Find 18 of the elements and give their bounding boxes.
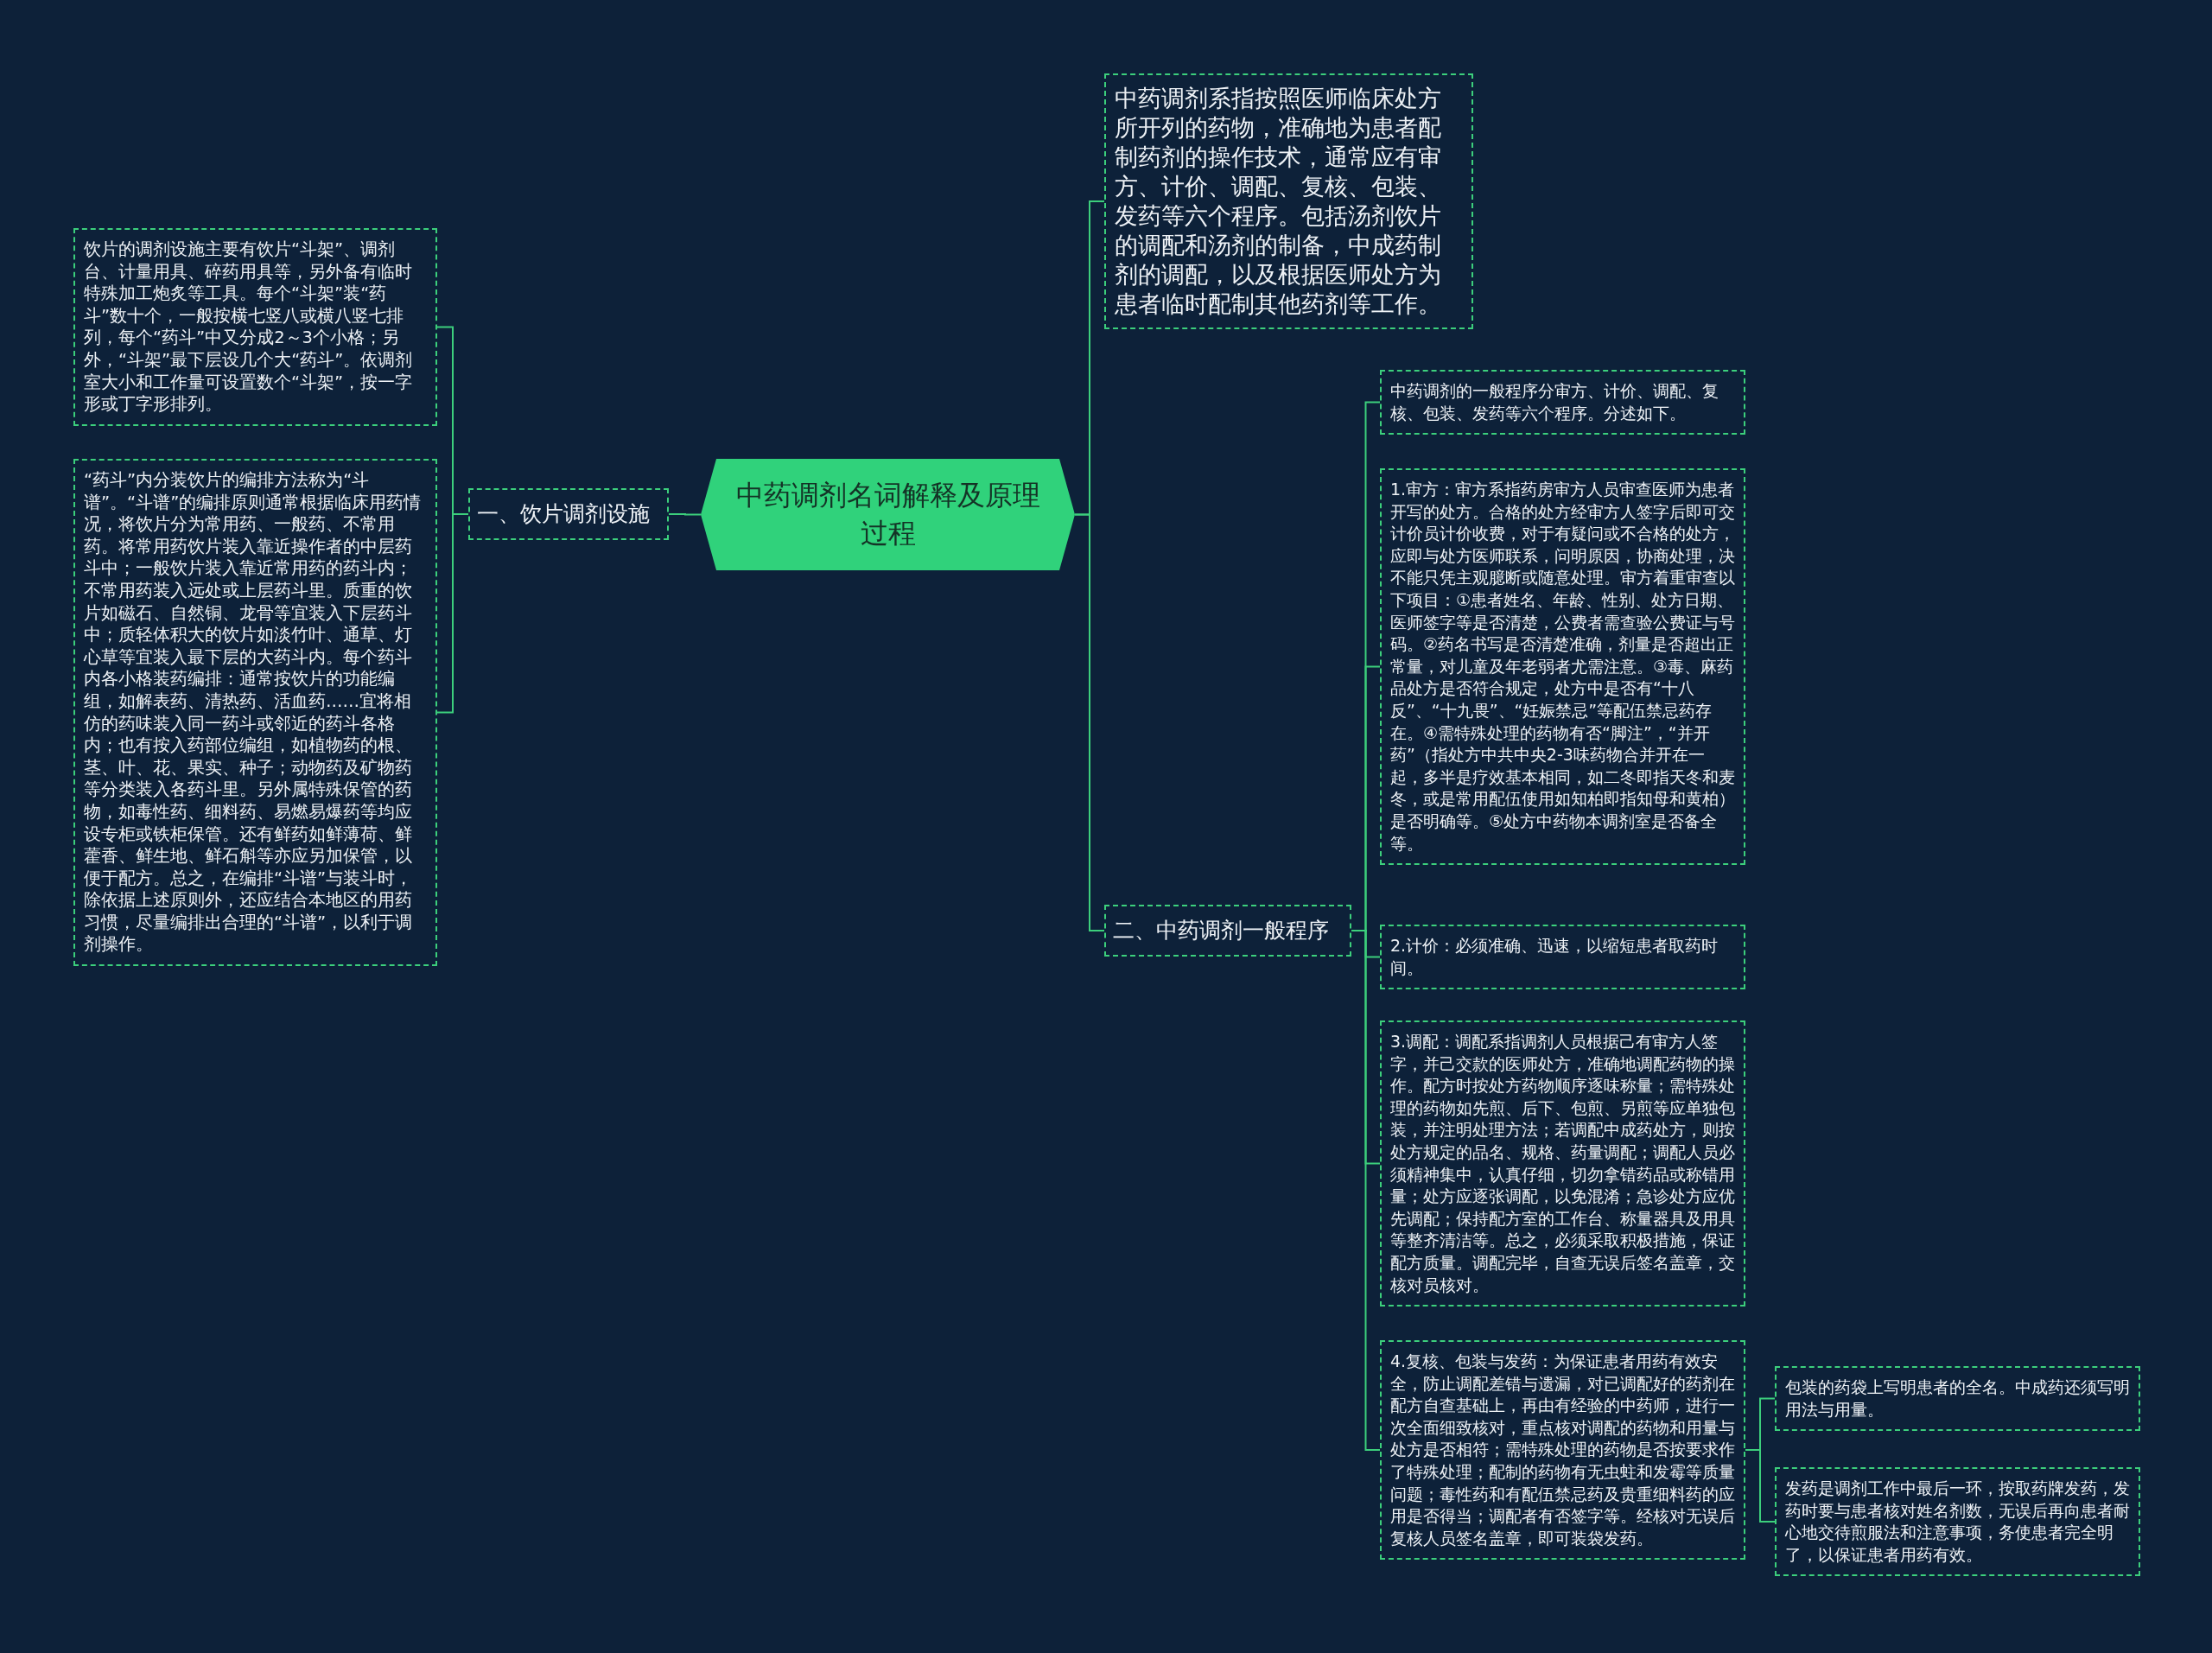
topic-box: 二、中药调剂一般程序 [1104, 905, 1351, 957]
topic-box: 一、饮片调剂设施 [468, 488, 669, 540]
text-box: 3.调配：调配系指调剂人员根据己有审方人签字，并己交款的医师处方，准确地调配药物的操作。配方时按处方药物顺序逐味称量；需特殊处理的药物如先煎、后下、包煎、另煎等应单独包装，并注明处理方法；若调配中成药处方，则按处方规定的品名、规格、药量调配；调配人员必须精神集中，认真仔细，切勿拿错药品或称错用量；处方应逐张调配，以免混淆；急诊处方应优先调配；保持配方室的工作台、称量器具及用具等整齐清洁等。总之，必须采取积极措施，保证配方质量。调配完毕，自查无误后签名盖章，交核对员核对。 [1380, 1020, 1745, 1307]
text-box: 饮片的调剂设施主要有饮片“斗架”、调剂台、计量用具、碎药用具等，另外备有临时特殊加工炮炙等工具。每个“斗架”装“药斗”数十个，一般按横七竖八或横八竖七排列，每个“药斗”中又分成2～3个小格；另外，“斗架”最下层设几个大“药斗”。依调剂室大小和工作量可设置数个“斗架”，按一字形或丁字形排列。 [73, 228, 437, 426]
connector-line [1745, 1449, 1776, 1523]
text-box: 2.计价：必须准确、迅速，以缩短患者取药时间。 [1380, 925, 1745, 990]
connector-line [668, 513, 702, 516]
connector-line [436, 513, 469, 714]
connector-line [1074, 513, 1105, 931]
connector-line [1351, 930, 1381, 1451]
text-box: 包装的药袋上写明患者的全名。中成药还须写明用法与用量。 [1775, 1366, 2140, 1432]
text-box: 中药调剂的一般程序分审方、计价、调配、复核、包装、发药等六个程序。分述如下。 [1380, 370, 1745, 436]
text-box: 1.审方：审方系指药房审方人员审查医师为患者开写的处方。合格的处方经审方人签字后即可交计价员计价收费，对于有疑问或不合格的处方，应即与处方医师联系，问明原因，协商处理，决不能只凭主观臆断或随意处理。审方着重审查以下项目：①患者姓名、年龄、性别、处方日期、医师签字等是否清楚，公费者需查验公费证与号码。②药名书写是否清楚准确，剂量是否超出正常量，对儿童及年老弱者尤需注意。③毒、麻药品处方是否符合规定，处方中是否有“十八反”、“十九畏”、“妊娠禁忌”等配伍禁忌药存在。④需特殊处理的药物有否“脚注”，“并开药”（指处方中共中央2-3味药物合并开在一起，多半是疗效基本相同，如二冬即指天冬和麦冬，或是常用配伍使用如知柏即指知母和黄柏）是否明确等。⑤处方中药物本调剂室是否备全等。 [1380, 468, 1745, 866]
text-box: 发药是调剂工作中最后一环，按取药牌发药，发药时要与患者核对姓名剂数，无误后再向患者耐心地交待煎服法和注意事项，务使患者完全明了，以保证患者用药有效。 [1775, 1467, 2140, 1577]
text-box: 4.复核、包装与发药：为保证患者用药有效安全，防止调配差错与遗漏，对已调配好的药剂在配方自查基础上，再由有经验的中药师，进行一次全面细致核对，重点核对调配的药物和用量与处方是否相符；需特殊处理的药物是否按要求作了特殊处理；配制的药物有无虫蛀和发霉等质量问题；毒性药和有配伍禁忌药及贵重细料药的应用是否得当；调配者有否签字等。经核对无误后复核人员签名盖章，即可装袋发药。 [1380, 1340, 1745, 1561]
text-box: “药斗”内分装饮片的编排方法称为“斗谱”。“斗谱”的编排原则通常根据临床用药情况，将饮片分为常用药、一般药、不常用药。将常用药饮片装入靠近操作者的中层药斗中；一般饮片装入靠近常用药的药斗内；不常用药装入远处或上层药斗里。质重的饮片如磁石、自然铜、龙骨等宜装入下层药斗中；质轻体积大的饮片如淡竹叶、通草、灯心草等宜装入最下层的大药斗内。每个药斗内各小格装药编排：通常按饮片的功能编组，如解表药、清热药、活血药……宜将相仿的药味装入同一药斗或邻近的药斗各格内；也有按入药部位编组，如植物药的根、茎、叶、花、果实、种子；动物药及矿物药等分类装入各药斗里。另外属特殊保管的药物，如毒性药、细料药、易燃易爆药等均应设专柜或铁柜保管。还有鲜药如鲜薄荷、鲜藿香、鲜生地、鲜石斛等亦应另加保管，以便于配方。总之，在编排“斗谱”与装斗时，除依据上述原则外，还应结合本地区的用药习惯，尽量编排出合理的“斗谱”，以利于调剂操作。 [73, 459, 437, 967]
central-topic-hexagon: 中药调剂名词解释及原理过程 [701, 459, 1075, 570]
text-box: 中药调剂系指按照医师临床处方所开列的药物，准确地为患者配制药剂的操作技术，通常应有审方、计价、调配、复核、包装、发药等六个程序。包括汤剂饮片的调配和汤剂的制备，中成药制剂的调配，以及根据医师处方为患者临时配制其他药剂等工作。 [1104, 73, 1473, 329]
